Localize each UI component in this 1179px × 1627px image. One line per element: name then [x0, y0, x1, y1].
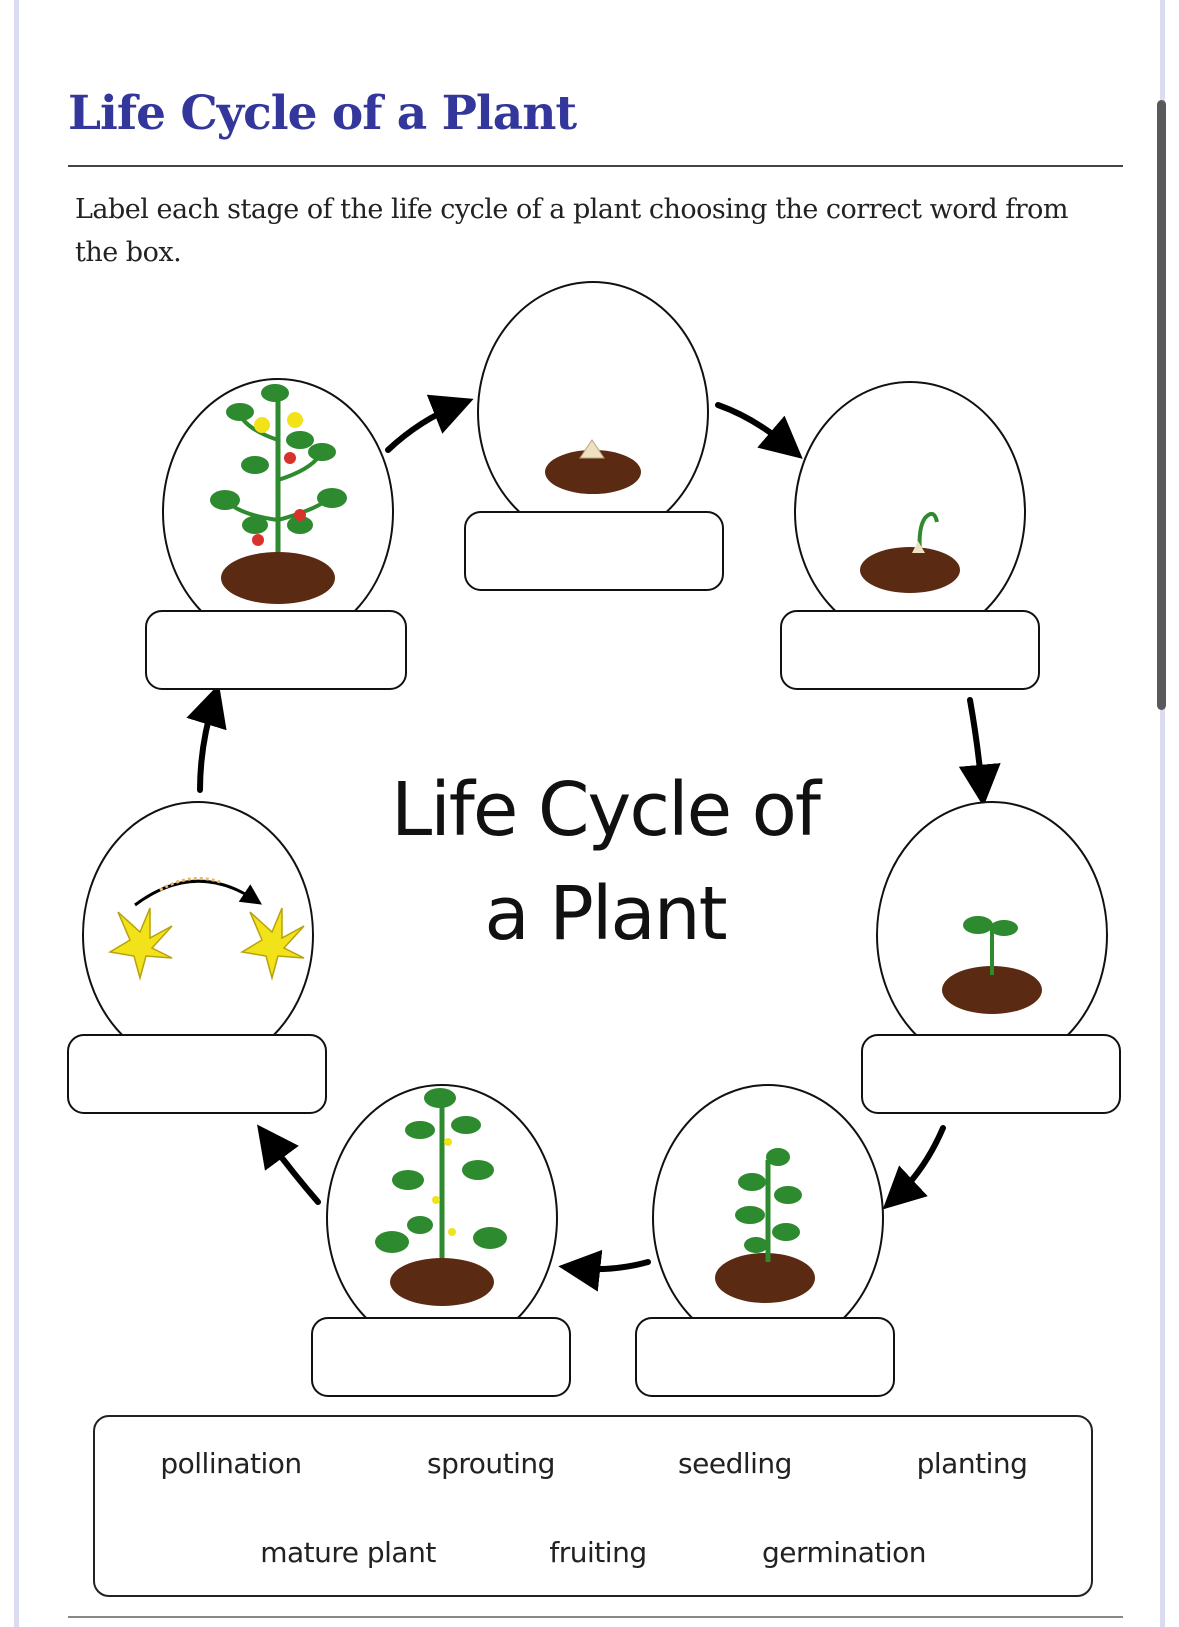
seed-icon [579, 439, 605, 459]
seedling-plant-icon [735, 1148, 802, 1262]
label-box-fruiting[interactable] [145, 610, 407, 690]
cycle-arrows [186, 394, 1001, 1292]
bottom-divider [68, 1616, 1123, 1618]
word-bank-item[interactable]: mature plant [260, 1536, 436, 1569]
soil-mound [545, 450, 641, 494]
word-bank-item[interactable]: planting [916, 1447, 1028, 1480]
word-bank-item[interactable]: pollination [160, 1447, 302, 1480]
title-divider [68, 165, 1123, 167]
word-bank-item[interactable]: seedling [678, 1447, 792, 1480]
arrow-6 [257, 1124, 321, 1205]
soil-mound [390, 1258, 494, 1306]
stage-planting [464, 281, 724, 591]
flower-icon-left [107, 907, 173, 981]
stage-seedling [635, 1084, 895, 1397]
stage-mature-plant [311, 1084, 571, 1397]
arrow-7 [186, 683, 227, 793]
label-box-seedling[interactable] [635, 1317, 895, 1397]
arrow-2 [715, 402, 803, 459]
arrow-5 [558, 1249, 651, 1292]
sprout-leaves-icon [963, 916, 1018, 975]
stage-germination [780, 381, 1040, 690]
pollen-arrow [134, 879, 262, 907]
word-bank-box [93, 1415, 1093, 1597]
diagram-center-title: Life Cycle of a Plant [380, 758, 830, 966]
soil-mound [221, 552, 335, 604]
center-title-line-1: Life Cycle of [391, 767, 821, 853]
soil-mound [942, 966, 1042, 1014]
scrollbar-thumb[interactable] [1157, 100, 1166, 710]
sprout-icon [917, 511, 939, 554]
arrow-1 [385, 394, 474, 453]
label-box-germination[interactable] [780, 610, 1040, 690]
page-frame-left [14, 0, 19, 1627]
instructions-text: Label each stage of the life cycle of a … [75, 194, 1069, 268]
word-bank-item[interactable]: germination [761, 1536, 927, 1569]
arrow-3 [958, 697, 1001, 807]
label-box-mature-plant[interactable] [311, 1317, 571, 1397]
label-box-pollination[interactable] [67, 1034, 327, 1114]
mature-plant-icon [375, 1088, 507, 1275]
arrow-4 [882, 1125, 946, 1210]
page-title: Life Cycle of a Plant [68, 86, 577, 141]
label-box-sprouting[interactable] [861, 1034, 1121, 1114]
stage-fruiting [145, 378, 407, 690]
word-bank-item[interactable]: fruiting [549, 1536, 647, 1569]
soil-mound [715, 1253, 815, 1303]
stage-sprouting [861, 801, 1121, 1114]
page-frame-right [1160, 0, 1165, 1627]
flower-icon-right [239, 907, 305, 981]
soil-mound [860, 547, 960, 593]
label-box-planting[interactable] [464, 511, 724, 591]
word-bank-item[interactable]: sprouting [427, 1447, 555, 1480]
center-title-line-2: a Plant [484, 871, 727, 957]
stage-pollination [67, 801, 327, 1114]
fruiting-plant-icon [210, 384, 347, 570]
